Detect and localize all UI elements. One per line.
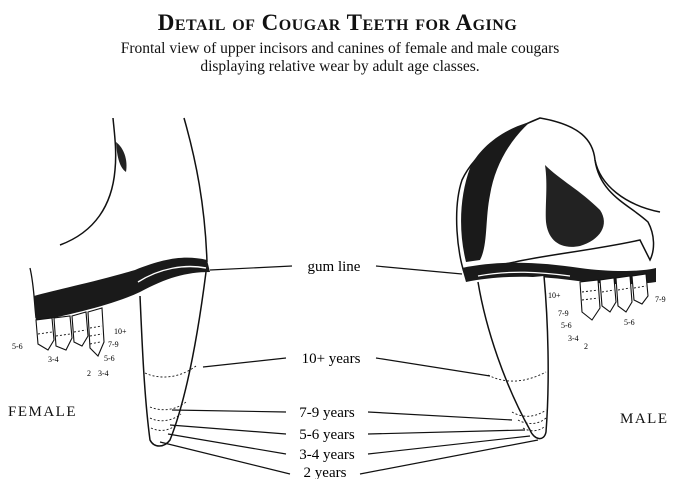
male-incisor-label: 7-9 bbox=[558, 309, 569, 318]
male-incisor-label: 7-9 bbox=[655, 295, 666, 304]
label-5-6-years: 5-6 years bbox=[299, 427, 355, 443]
label-7-9-years: 7-9 years bbox=[299, 405, 355, 421]
male-label: MALE bbox=[620, 411, 669, 428]
female-incisor-label: 10+ bbox=[114, 327, 127, 336]
male-incisor-label: 5-6 bbox=[561, 321, 572, 330]
female-incisor-label: 5-6 bbox=[12, 342, 23, 351]
female-incisor-label: 5-6 bbox=[104, 354, 115, 363]
label-2-years: 2 years bbox=[304, 465, 347, 479]
female-incisor-label: 7-9 bbox=[108, 340, 119, 349]
female-incisor-label: 3-4 bbox=[98, 369, 109, 378]
female-incisor-label: 2 bbox=[87, 369, 91, 378]
label-3-4-years: 3-4 years bbox=[299, 447, 355, 463]
male-incisor-label: 3-4 bbox=[568, 334, 579, 343]
male-incisor-label: 2 bbox=[584, 342, 588, 351]
female-label: FEMALE bbox=[8, 404, 77, 421]
label-10-plus-years: 10+ years bbox=[302, 351, 361, 367]
male-incisor-label: 5-6 bbox=[624, 318, 635, 327]
male-incisor-label: 10+ bbox=[548, 291, 561, 300]
label-gum-line: gum line bbox=[308, 259, 361, 275]
male-skull bbox=[457, 118, 660, 439]
female-skull bbox=[30, 118, 210, 446]
female-incisor-label: 3-4 bbox=[48, 355, 59, 364]
